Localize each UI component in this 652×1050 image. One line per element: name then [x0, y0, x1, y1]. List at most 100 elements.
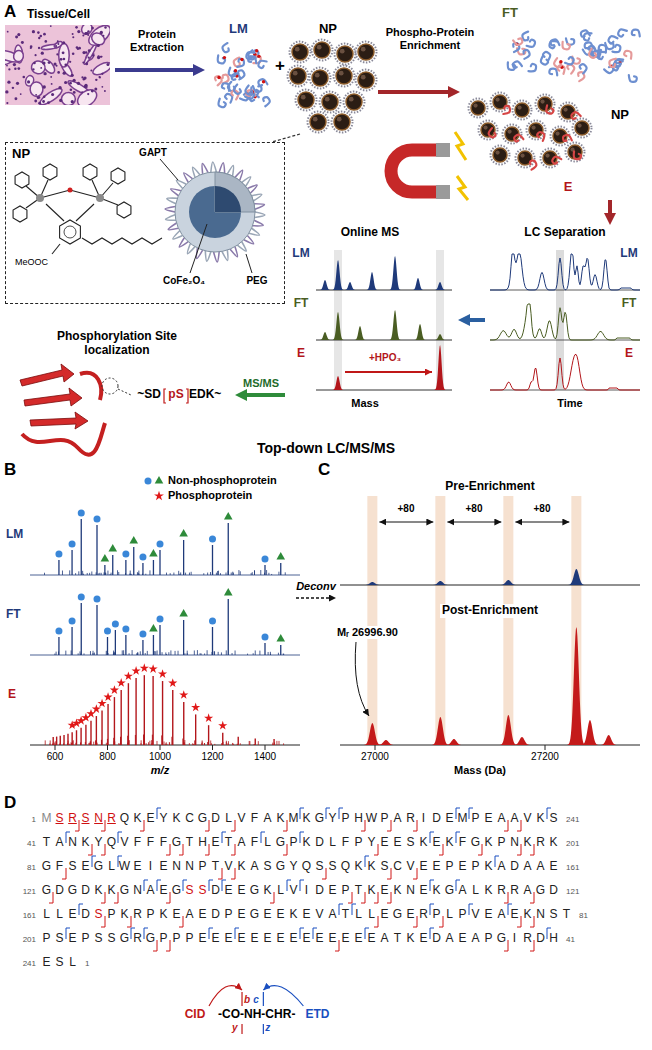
sample-label: LM: [205, 22, 272, 37]
sequence-row: TANKYQVFFFGTHETAFLGPKDLFPYEESKEKFGKPNKRK: [40, 836, 562, 850]
sequence-row: LLEDSPKRPKEAEDPEGEEKEVATLLEGERPLPVEAEKNS…: [40, 908, 575, 922]
deconvoluted-spectra: [340, 496, 640, 750]
residue-number: 161: [566, 863, 596, 872]
sample-label: NP: [288, 22, 368, 37]
chemical-group: MeOOC: [15, 257, 63, 267]
axis-tick-label: 27000: [360, 751, 390, 763]
enrichment-result-art: [469, 29, 640, 169]
legend-symbols: [145, 476, 164, 500]
mass-shift: +HPO₃: [350, 352, 420, 364]
ms-panel: Online MSLMFTE+HPO₃Mass: [285, 225, 458, 415]
leader-lines: [160, 159, 252, 273]
trace-label: LM: [614, 247, 644, 261]
edge-label: Protein Extraction: [110, 28, 204, 53]
protein-structure: [20, 364, 105, 455]
trace-label: FT: [287, 297, 315, 311]
mass-annotation: Mᵣ 26996.90: [335, 626, 400, 639]
spectrum-title: Pre-Enrichment: [443, 480, 536, 494]
residue-number: 81: [579, 911, 609, 920]
protein-mixture: LM: [205, 20, 275, 112]
sequence-fragment: ~SD: [133, 388, 161, 402]
legend-label: Phosphoprotein: [168, 489, 252, 502]
mass-shift: +80: [396, 503, 417, 515]
chromatogram-panel: [490, 250, 640, 390]
residue-number: 241: [566, 815, 596, 824]
residue-number: 1: [6, 815, 36, 824]
panel-letter: D: [4, 793, 28, 813]
trace-label: LM: [287, 247, 315, 261]
nanoparticle-sphere: [165, 162, 265, 262]
sample-label: NP: [600, 108, 640, 123]
enrichment-result: FT NP E: [460, 4, 648, 200]
sequence-row: GDGDKKGNAEGSSDEEGKLVIDEPTKEKNEKGALKRRAGD: [40, 884, 562, 898]
gapt-structure: [13, 164, 162, 254]
sequence-fragment: EDK~: [189, 388, 229, 402]
plus-sign: +: [272, 56, 288, 76]
ion-type: b: [244, 994, 254, 1006]
nanoparticle-cluster: NP: [288, 20, 378, 134]
trace-label: E: [287, 347, 315, 361]
zoom-callout: [102, 378, 188, 403]
residue-number: 201: [6, 935, 36, 944]
sequence-row: GFSEGLWEIENNPTVKASGYQSSQKKSCVEEPEPKADAAE: [40, 860, 562, 874]
panel-letter: C: [318, 460, 342, 480]
inset-title: NP: [12, 147, 42, 162]
magnet-icon: [391, 132, 468, 200]
fraction-label: E: [553, 180, 583, 195]
mass-spectrum-b: [30, 510, 300, 751]
flow-arrow: [608, 200, 612, 218]
site-localization: Phosphorylation Site localization ~SD pS ED…: [8, 328, 235, 454]
phospho-site: pS: [167, 388, 185, 402]
axis-title: Mass (Da): [440, 764, 520, 777]
spectrum-label: E: [8, 688, 28, 702]
ion-type: c: [253, 994, 263, 1006]
figure-subtitle: Top-down LC/MS/MS: [150, 440, 502, 456]
flow-arrow: [465, 318, 485, 322]
nanoparticle-inset: NPGAPTPEGCoFe₂O₄MeOOC: [5, 142, 285, 304]
flow-arrow: [378, 90, 453, 94]
sequence-row: PSEPSSGRGPPPEEEEEEEEEEEEEEATKEDAEAPGIRDH: [40, 932, 562, 946]
legend-label: Non-phosphoprotein: [168, 474, 277, 487]
fragmentation-key: [209, 986, 303, 1034]
trace-label: FT: [614, 297, 644, 311]
mass-shift: +80: [464, 503, 485, 515]
spectrum-label: FT: [6, 608, 32, 622]
axis-tick-label: 1000: [145, 751, 175, 763]
trace-label: E: [614, 347, 644, 361]
axis-tick-label: 1400: [250, 751, 280, 763]
mass-spectra-panel: [316, 250, 452, 390]
lc-panel: LC SeparationLM FT E Time: [485, 225, 648, 415]
part-label: CoFe₂O₄: [149, 275, 219, 287]
edge-label: Phospho-Protein Enrichment: [380, 26, 480, 51]
panel-title: Online MS: [285, 226, 455, 240]
edge-label: MS/MS: [238, 377, 284, 390]
mass-shift: +80: [532, 503, 553, 515]
fragmentation-method: ETD: [305, 1008, 345, 1022]
step-label: Phosphorylation Site localization: [52, 330, 182, 358]
tissue-image: Tissue/Cell: [5, 8, 115, 106]
axis-title: m/z: [140, 764, 180, 777]
flow-arrow: [115, 68, 198, 72]
tissue-image: [5, 25, 110, 105]
ion-type: y: [232, 1022, 242, 1034]
residue-number: 1: [85, 959, 115, 968]
panel-title: LC Separation: [485, 226, 645, 240]
residue-number: 41: [6, 839, 36, 848]
axis-tick-label: 27200: [530, 751, 560, 763]
deconvolution-arrow: [296, 598, 336, 599]
panel-letter: B: [4, 460, 28, 480]
part-label: GAPT: [131, 147, 175, 159]
fraction-label: FT: [495, 6, 525, 21]
panel-letter: A: [4, 2, 28, 22]
residue-number: 121: [566, 887, 596, 896]
residue-number: 81: [6, 863, 36, 872]
sequence-row: ESL: [40, 956, 81, 970]
protein-mixture-art: [215, 43, 270, 107]
residue-number: 241: [6, 959, 36, 968]
axis-tick-label: 800: [93, 751, 123, 763]
axis-tick-label: 1200: [198, 751, 228, 763]
axis-title: Time: [540, 397, 600, 410]
nanoparticle-cluster-art: [288, 40, 377, 133]
residue-number: 201: [566, 839, 596, 848]
